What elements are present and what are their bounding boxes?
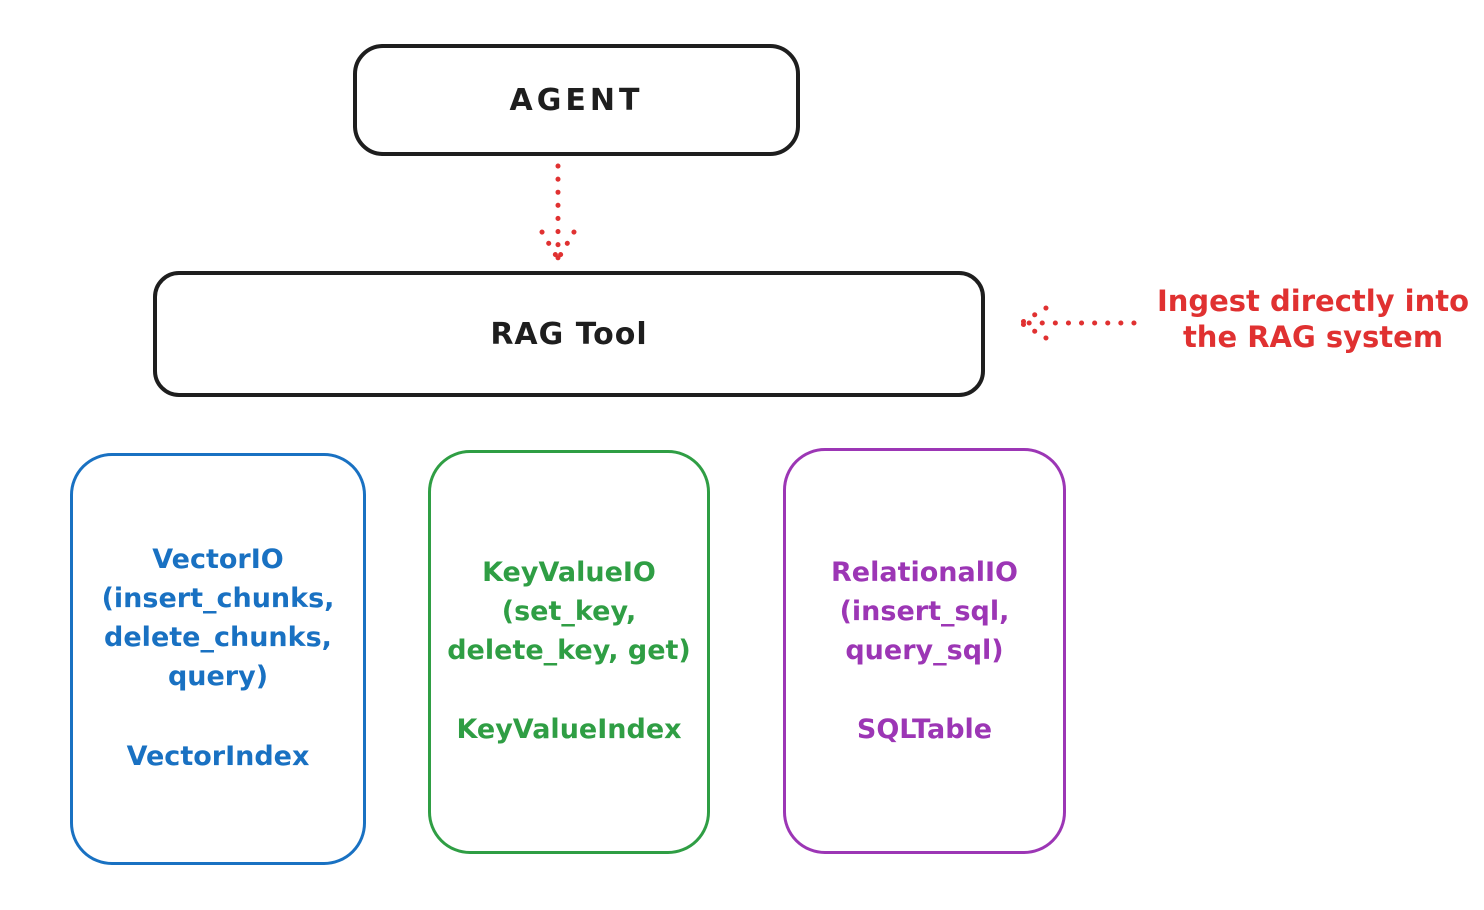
key-value-io-interface-label: KeyValueIO (set_key, delete_key, get) [447,557,691,667]
relational-io-node: RelationalIO (insert_sql, query_sql) SQL… [783,448,1066,854]
agent-to-ragtool-dotted-arrow-icon [539,163,577,262]
key-value-index-label: KeyValueIndex [456,714,682,746]
agent-label: AGENT [509,82,644,118]
relational-io-interface-label: RelationalIO (insert_sql, query_sql) [831,557,1018,667]
vector-io-interface-label: VectorIO (insert_chunks, delete_chunks, … [101,544,335,693]
ingest-dotted-arrow-icon [1018,305,1137,341]
key-value-io-node: KeyValueIO (set_key, delete_key, get) Ke… [428,450,710,854]
rag-tool-label: RAG Tool [490,316,648,352]
sql-table-label: SQLTable [856,714,993,746]
rag-tool-node: RAG Tool [153,271,985,397]
ingest-annotation: Ingest directly into the RAG system [1156,284,1470,355]
vector-io-node: VectorIO (insert_chunks, delete_chunks, … [70,453,366,865]
agent-node: AGENT [353,44,800,156]
vector-index-label: VectorIndex [126,740,310,772]
